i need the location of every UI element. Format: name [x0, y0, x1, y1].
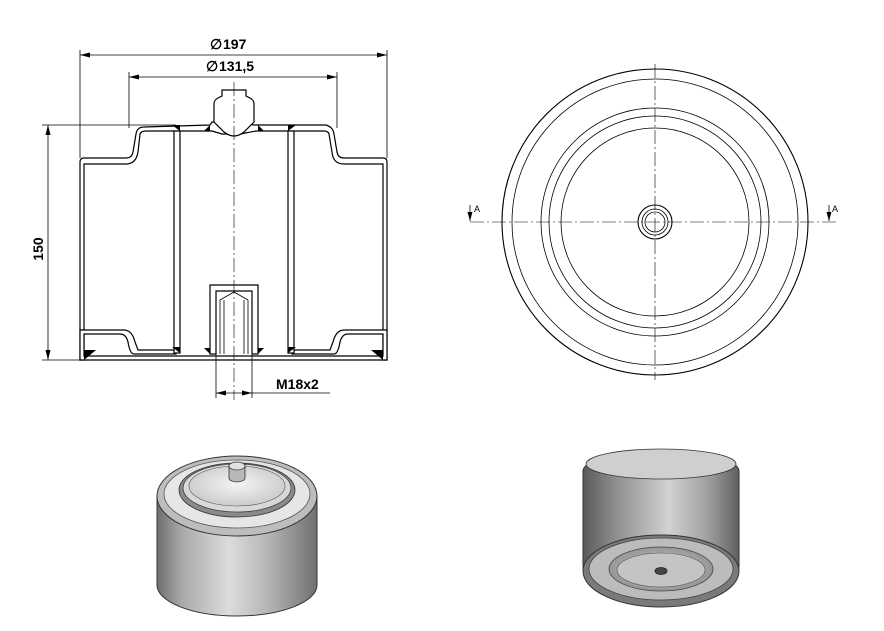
render-bottom-isometric: [582, 448, 740, 608]
top-view: A A: [467, 64, 838, 380]
inner-diameter-label: 131,5: [219, 58, 254, 74]
thread-label: M18x2: [276, 376, 319, 392]
section-view: ∅ 197 ∅ 131,5 150 M1: [30, 36, 388, 400]
render-top-isometric: [156, 455, 318, 617]
outer-diameter-label: 197: [223, 36, 247, 52]
dimension-thread: M18x2: [215, 354, 330, 398]
dimension-outer-diameter: ∅ 197: [79, 36, 388, 158]
dimension-inner-diameter: ∅ 131,5: [128, 58, 338, 128]
outer-diameter-symbol: ∅: [210, 36, 222, 52]
section-arrow-left: A: [467, 204, 480, 221]
section-label-right: A: [832, 204, 838, 214]
dimension-height: 150: [30, 124, 176, 361]
section-arrow-right: A: [826, 204, 838, 221]
inner-wall-left: [173, 130, 181, 354]
inner-diameter-symbol: ∅: [206, 58, 218, 74]
height-label: 150: [30, 237, 46, 261]
section-label-left: A: [474, 204, 480, 214]
bottom-plate: [79, 329, 388, 361]
inner-wall-right: [287, 130, 295, 354]
outer-shell: [79, 121, 388, 361]
